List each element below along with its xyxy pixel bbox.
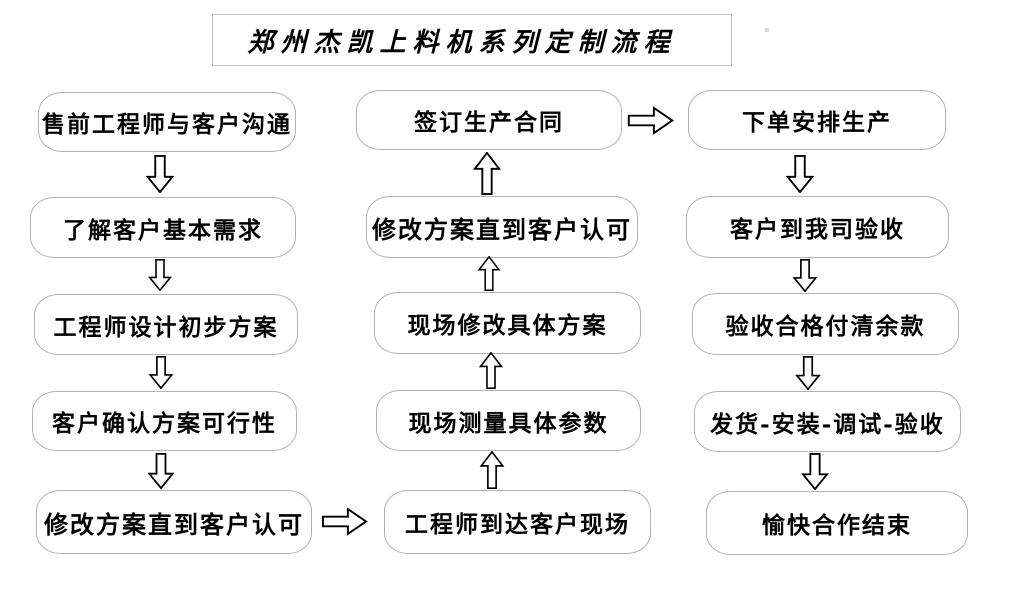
left-step-4: 客户确认方案可行性 (32, 391, 297, 451)
down-arrow-icon (147, 259, 173, 291)
left-step-3: 工程师设计初步方案 (34, 294, 298, 355)
middle-step-2-label: 现场测量具体参数 (408, 409, 609, 437)
right-arrow-icon (322, 507, 368, 536)
down-arrow-icon (795, 356, 821, 390)
middle-step-4-label: 修改方案直到客户认可 (372, 214, 632, 244)
down-arrow-icon (801, 453, 829, 490)
middle-step-3: 现场修改具体方案 (374, 292, 641, 354)
down-arrow-icon (145, 155, 175, 193)
down-arrow-icon (785, 155, 815, 193)
flowchart-title-box: 郑州杰凯上料机系列定制流程 (212, 14, 732, 66)
right-step-4-label: 发货-安装-调试-验收 (710, 410, 945, 438)
left-step-4-label: 客户确认方案可行性 (52, 410, 277, 437)
middle-step-final: 签订生产合同 (356, 90, 622, 150)
right-step-2: 客户到我司验收 (686, 196, 949, 258)
middle-step-4: 修改方案直到客户认可 (366, 196, 638, 258)
right-step-3-label: 验收合格付清余款 (725, 313, 926, 340)
down-arrow-icon (147, 453, 175, 489)
middle-step-2: 现场测量具体参数 (376, 390, 641, 451)
left-step-2-label: 了解客户基本需求 (63, 216, 263, 244)
left-step-1-label: 售前工程师与客户沟通 (42, 111, 292, 138)
left-step-2: 了解客户基本需求 (30, 197, 296, 258)
right-step-3: 验收合格付清余款 (692, 293, 959, 355)
left-step-5-label: 修改方案直到客户认可 (44, 509, 304, 539)
middle-step-1: 工程师到达客户现场 (384, 490, 651, 554)
left-step-1: 售前工程师与客户沟通 (38, 92, 296, 152)
right-step-5: 愉快合作结束 (706, 491, 968, 555)
left-step-5: 修改方案直到客户认可 (36, 490, 312, 554)
up-arrow-icon (478, 352, 504, 389)
down-arrow-icon (148, 356, 174, 389)
down-arrow-icon (792, 259, 818, 292)
stray-mark (765, 28, 769, 32)
up-arrow-icon (472, 152, 502, 195)
right-step-1-label: 下单安排生产 (742, 109, 892, 136)
middle-step-3-label: 现场修改具体方案 (407, 312, 608, 339)
right-step-2-label: 客户到我司验收 (730, 216, 905, 243)
flowchart-title: 郑州杰凯上料机系列定制流程 (247, 27, 677, 58)
right-step-4: 发货-安装-调试-验收 (694, 391, 961, 452)
middle-step-final-label: 签订生产合同 (414, 109, 564, 136)
up-arrow-icon (477, 256, 501, 291)
up-arrow-icon (479, 451, 505, 489)
right-arrow-icon (627, 106, 674, 135)
left-step-3-label: 工程师设计初步方案 (53, 313, 279, 341)
right-step-1: 下单安排生产 (688, 90, 946, 150)
right-step-5-label: 愉快合作结束 (762, 512, 912, 539)
middle-step-1-label: 工程师到达客户现场 (405, 511, 630, 538)
